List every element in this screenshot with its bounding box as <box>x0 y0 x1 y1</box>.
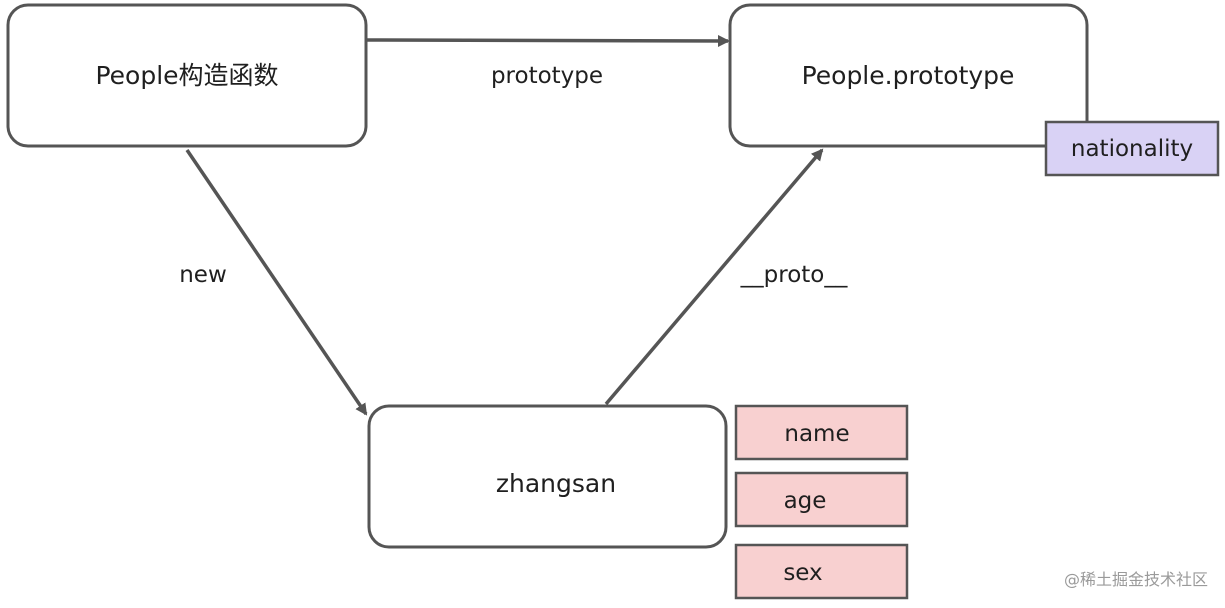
instance-property-sex: sex <box>734 543 909 600</box>
instance-property-box <box>734 471 909 528</box>
node-prototype-label: People.prototype <box>802 61 1015 90</box>
edge-proto-label: __proto__ <box>740 262 848 288</box>
node-constructor-box <box>6 3 368 148</box>
node-constructor: People构造函数 <box>6 3 368 148</box>
edge-prototype-label: prototype <box>491 63 603 89</box>
instance-property-box <box>734 543 909 600</box>
edge-proto-arrow <box>604 148 824 406</box>
node-instance: zhangsan <box>367 404 728 549</box>
node-constructor-label: People构造函数 <box>95 61 278 90</box>
instance-property-box <box>734 404 909 461</box>
instance-property-label: age <box>784 488 827 514</box>
prototype-property-nationality: nationality <box>1044 120 1220 177</box>
node-prototype: People.prototype <box>728 3 1089 148</box>
edge-new-arrow <box>185 149 368 416</box>
instance-property-name: name <box>734 404 909 461</box>
instance-property-age: age <box>734 471 909 528</box>
node-prototype-box <box>728 3 1089 148</box>
prototype-property-label: nationality <box>1071 136 1193 162</box>
prototype-property-box <box>1044 120 1220 177</box>
instance-property-label: sex <box>783 560 822 586</box>
edge-new-label: new <box>179 262 227 288</box>
edge-prototype-arrow <box>365 34 730 47</box>
node-instance-label: zhangsan <box>496 469 616 498</box>
watermark: @稀土掘金技术社区 <box>1064 570 1208 589</box>
node-instance-box <box>367 404 728 549</box>
instance-property-label: name <box>784 421 849 447</box>
